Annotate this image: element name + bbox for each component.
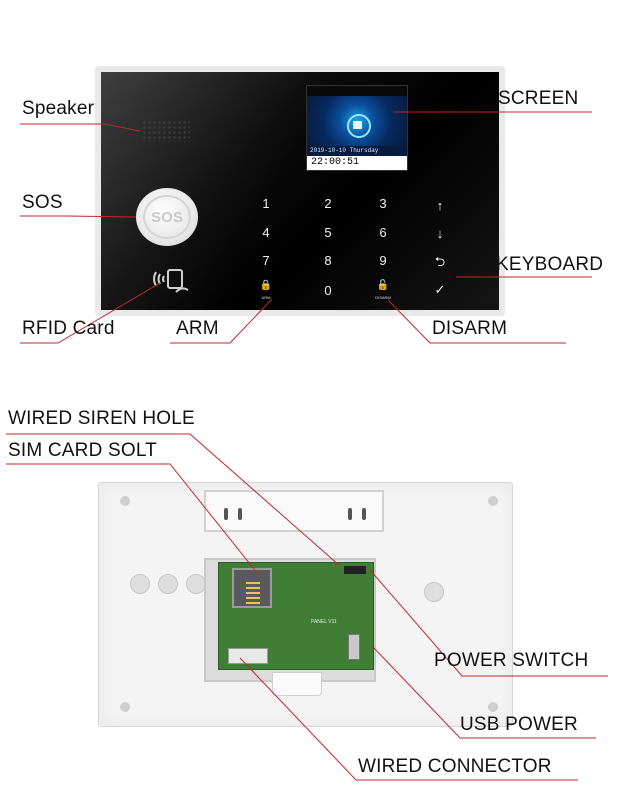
key-arm-lock-icon[interactable]: 🔒 (259, 280, 273, 291)
label-arm: ARM (176, 318, 219, 339)
label-keyboard: KEYBOARD (496, 254, 604, 275)
label-usb-power: USB POWER (460, 714, 578, 735)
label-rfid-card: RFID Card (22, 318, 115, 339)
key-disarm-caption: DISARM (375, 295, 391, 300)
bracket-slot (362, 508, 366, 520)
screen-clock: 22:00:51 (307, 156, 407, 170)
screen-wallpaper (307, 96, 407, 146)
key-7[interactable]: 7 (262, 253, 270, 268)
label-screen: SCREEN (498, 88, 579, 109)
key-up[interactable]: ↑ (436, 198, 444, 213)
label-sim-card-slot: SIM CARD SOLT (8, 440, 157, 461)
mount-hole (424, 582, 444, 602)
bracket-slot (238, 508, 242, 520)
label-sos: SOS (22, 192, 63, 213)
label-speaker: Speaker (22, 98, 95, 119)
screen-date: 2019-10-10 Thursday (310, 147, 379, 154)
lock-ring-icon (347, 114, 371, 138)
speaker-grille (142, 120, 190, 142)
sos-button[interactable]: SOS (136, 188, 198, 246)
screen-status-bar (307, 86, 407, 96)
screw-mark (120, 702, 130, 712)
power-switch[interactable] (344, 566, 366, 574)
key-9[interactable]: 9 (379, 253, 387, 268)
label-disarm: DISARM (432, 318, 508, 339)
key-2[interactable]: 2 (324, 196, 332, 211)
cable-notch (272, 672, 322, 696)
mount-hole (158, 574, 178, 594)
usb-port[interactable] (348, 634, 360, 660)
label-power-switch: POWER SWITCH (434, 650, 589, 671)
key-arm-caption: ARM (261, 295, 271, 300)
back-leader-lines (6, 433, 608, 781)
wired-connector-block[interactable] (228, 648, 268, 664)
key-1[interactable]: 1 (262, 196, 270, 211)
bracket-slot (348, 508, 352, 520)
bracket-slot (224, 508, 228, 520)
sim-contacts (246, 582, 260, 604)
label-wired-connector: WIRED CONNECTOR (358, 756, 552, 777)
key-5[interactable]: 5 (324, 225, 332, 240)
key-confirm[interactable]: ✓ (434, 282, 446, 297)
key-3[interactable]: 3 (379, 196, 387, 211)
pcb-silkscreen: PANEL V11 (311, 619, 337, 625)
label-wired-siren-hole: WIRED SIREN HOLE (8, 408, 195, 429)
key-0[interactable]: 0 (324, 283, 332, 298)
mount-hole (130, 574, 150, 594)
sos-button-label: SOS (143, 195, 191, 239)
screw-mark (120, 496, 130, 506)
key-4[interactable]: 4 (262, 225, 270, 240)
screw-mark (488, 496, 498, 506)
key-6[interactable]: 6 (379, 225, 387, 240)
key-disarm-unlock-icon[interactable]: 🔓 (376, 280, 390, 291)
key-8[interactable]: 8 (324, 253, 332, 268)
screw-mark (488, 702, 498, 712)
key-down[interactable]: ↓ (436, 226, 444, 241)
lcd-screen: 2019-10-10 Thursday 22:00:51 (306, 85, 408, 171)
key-back[interactable]: ⮌ (434, 254, 446, 269)
lock-icon (353, 121, 362, 129)
front-leader-lines (20, 111, 592, 344)
